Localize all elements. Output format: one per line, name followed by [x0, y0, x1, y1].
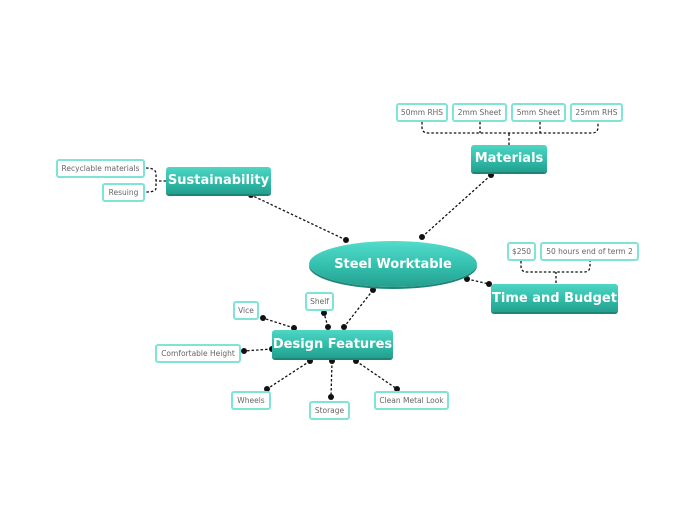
- subtopic-label: Comfortable Height: [161, 349, 235, 358]
- central-topic[interactable]: Steel Worktable: [309, 241, 477, 287]
- connector-dot: [325, 324, 331, 330]
- connector-storage: [330, 360, 333, 398]
- subtopic-label: Recyclable materials: [61, 164, 140, 173]
- connector-dot: [307, 358, 313, 364]
- connector-dot: [341, 324, 347, 330]
- connector-dot: [343, 237, 349, 243]
- topic-time-and-budget[interactable]: Time and Budget: [491, 284, 618, 312]
- subtopic-label: Resuing: [108, 188, 139, 197]
- subtopic-shelf[interactable]: Shelf: [305, 292, 334, 311]
- connector-design-features: [343, 289, 374, 328]
- topic-sustainability[interactable]: Sustainability: [166, 167, 271, 194]
- topic-time-budget-label: Time and Budget: [492, 290, 617, 306]
- connector-dot: [321, 310, 327, 316]
- subtopic-hours[interactable]: 50 hours end of term 2: [540, 242, 639, 261]
- connector-sustainability: [250, 194, 347, 241]
- subtopic-label: 50mm RHS: [400, 108, 444, 117]
- connector-dot: [370, 287, 376, 293]
- subtopic-label: 25mm RHS: [575, 108, 618, 117]
- subtopic-budget[interactable]: $250: [507, 242, 536, 261]
- subtopic-comfortable-height[interactable]: Comfortable Height: [155, 344, 241, 363]
- sustainability-bracket: [145, 167, 166, 193]
- subtopic-label: 2mm Sheet: [457, 108, 502, 117]
- connector-dot: [419, 234, 425, 240]
- connector-dot: [264, 386, 270, 392]
- topic-design-features[interactable]: Design Features: [272, 330, 393, 358]
- connector-dot: [488, 172, 494, 178]
- subtopic-label: Vice: [238, 306, 254, 315]
- connector-dot: [291, 325, 297, 331]
- subtopic-vice[interactable]: Vice: [233, 301, 259, 320]
- subtopic-2mm-sheet[interactable]: 2mm Sheet: [452, 103, 507, 122]
- subtopic-label: Clean Metal Look: [379, 396, 444, 405]
- connector-dot: [353, 358, 359, 364]
- connector-dot: [241, 348, 247, 354]
- connector-dot: [260, 315, 266, 321]
- connector-materials: [421, 174, 492, 238]
- materials-bracket: [421, 122, 599, 145]
- subtopic-label: Wheels: [237, 396, 265, 405]
- connector-dot: [329, 358, 335, 364]
- central-topic-label: Steel Worktable: [334, 256, 452, 272]
- topic-materials-label: Materials: [474, 151, 544, 166]
- subtopic-storage[interactable]: Storage: [309, 401, 350, 420]
- topic-design-features-label: Design Features: [272, 336, 393, 352]
- subtopic-label: Shelf: [310, 297, 329, 306]
- connector-dot: [394, 386, 400, 392]
- subtopic-50mm-rhs[interactable]: 50mm RHS: [396, 103, 448, 122]
- connector-dot: [464, 276, 470, 282]
- subtopic-label: 50 hours end of term 2: [546, 247, 633, 256]
- time-budget-bracket: [520, 261, 591, 283]
- connector-time-budget: [466, 278, 490, 285]
- connector-wheels: [266, 360, 311, 390]
- topic-sustainability-label: Sustainability: [167, 173, 270, 188]
- subtopic-clean-metal-look[interactable]: Clean Metal Look: [374, 391, 449, 410]
- subtopic-label: 5mm Sheet: [516, 108, 561, 117]
- topic-materials[interactable]: Materials: [471, 145, 547, 172]
- connector-comfortable-height: [243, 348, 273, 352]
- connector-vice: [262, 317, 295, 329]
- connector-clean-metal: [355, 360, 398, 390]
- subtopic-label: Storage: [314, 406, 345, 415]
- subtopic-25mm-rhs[interactable]: 25mm RHS: [570, 103, 623, 122]
- subtopic-label: $250: [511, 247, 532, 256]
- subtopic-recyclable-materials[interactable]: Recyclable materials: [56, 159, 145, 178]
- subtopic-wheels[interactable]: Wheels: [231, 391, 271, 410]
- subtopic-resuing[interactable]: Resuing: [102, 183, 145, 202]
- connector-dot: [486, 281, 492, 287]
- subtopic-5mm-sheet[interactable]: 5mm Sheet: [511, 103, 566, 122]
- connector-dot: [328, 394, 334, 400]
